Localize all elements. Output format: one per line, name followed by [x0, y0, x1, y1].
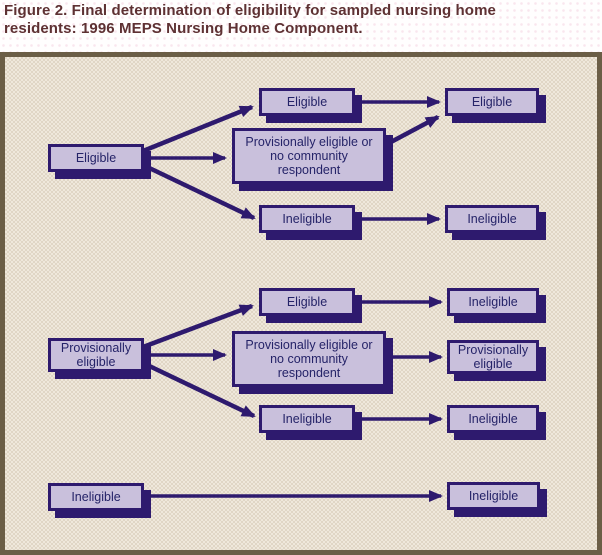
- node-final-ineligible-1: Ineligible: [445, 205, 539, 233]
- node-label: Eligible: [75, 151, 117, 165]
- figure-title-line2: residents: 1996 MEPS Nursing Home Compon…: [4, 20, 363, 37]
- node-sampled-eligible: Eligible: [48, 144, 144, 172]
- node-sampled-ineligible: Ineligible: [48, 483, 144, 511]
- node-final-ineligible-3: Ineligible: [447, 405, 539, 433]
- node-label: Ineligible: [468, 489, 519, 503]
- figure-title-line1: Figure 2. Final determination of eligibi…: [4, 2, 496, 19]
- arrow-eligible-to-ineligible: [142, 162, 256, 221]
- node-community-eligible-2: Eligible: [259, 288, 355, 316]
- figure-title: Figure 2. Final determination of eligibi…: [4, 2, 596, 38]
- node-label: Ineligible: [468, 295, 518, 309]
- node-label: Provisionally eligible or no community r…: [245, 338, 373, 380]
- node-label: Ineligible: [282, 412, 332, 426]
- node-label: Provisionally eligible: [457, 343, 529, 371]
- node-label: Provisionally eligible: [60, 341, 132, 369]
- node-label: Eligible: [286, 95, 328, 109]
- node-community-eligible: Eligible: [259, 88, 355, 116]
- arrow-mid-provisional-to-final-eligible: [389, 115, 440, 144]
- arrow-provisional-to-eligible: [142, 303, 254, 350]
- node-final-eligible: Eligible: [445, 88, 539, 116]
- node-sampled-provisionally-eligible: Provisionally eligible: [48, 338, 144, 372]
- node-community-provisional-or-no-respondent-2: Provisionally eligible or no community r…: [232, 331, 386, 387]
- node-label: Eligible: [471, 95, 513, 109]
- arrow-eligible-to-eligible: [142, 104, 254, 154]
- node-label: Ineligible: [71, 490, 121, 504]
- node-label: Eligible: [286, 295, 328, 309]
- node-final-provisionally-eligible: Provisionally eligible: [447, 340, 539, 374]
- node-label: Provisionally eligible or no community r…: [245, 135, 373, 177]
- flow-arrows: [142, 96, 443, 502]
- node-final-ineligible-2: Ineligible: [447, 288, 539, 316]
- node-community-ineligible: Ineligible: [259, 205, 355, 233]
- arrow-provisional-to-ineligible: [142, 360, 256, 419]
- node-community-provisional-or-no-respondent: Provisionally eligible or no community r…: [232, 128, 386, 184]
- node-label: Ineligible: [282, 212, 332, 226]
- flowchart-panel: Eligible Eligible Provisionally eligible…: [0, 52, 602, 555]
- node-final-ineligible-4: Ineligible: [447, 482, 540, 510]
- node-label: Ineligible: [468, 412, 518, 426]
- node-community-ineligible-2: Ineligible: [259, 405, 355, 433]
- node-label: Ineligible: [467, 212, 517, 226]
